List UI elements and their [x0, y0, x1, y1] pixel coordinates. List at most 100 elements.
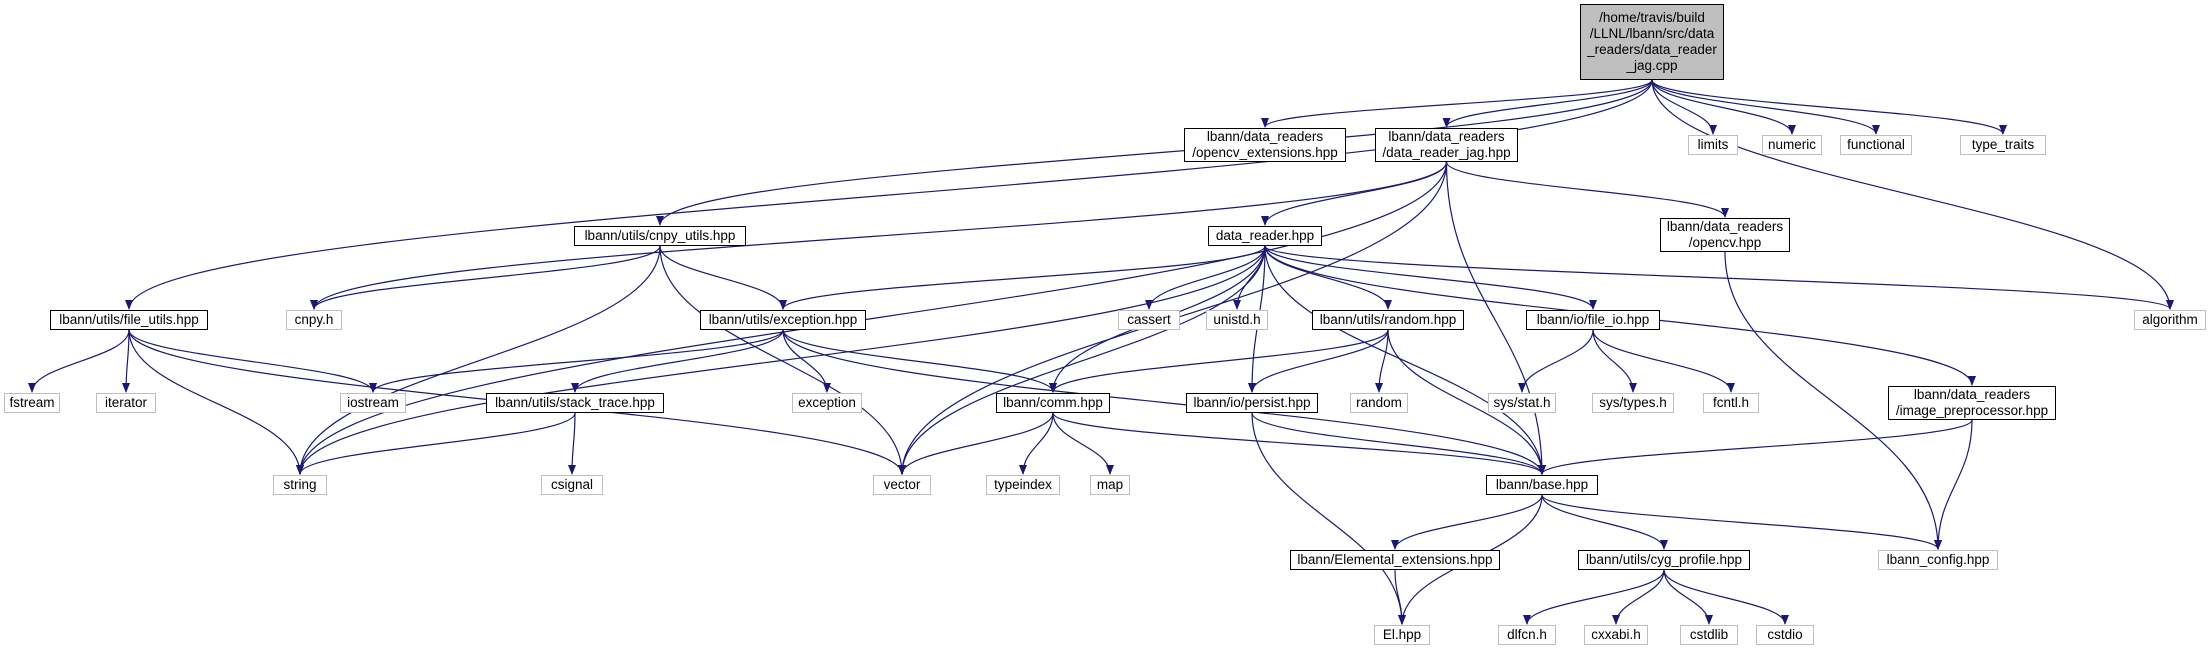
edge-base-to-lbann-config	[1541, 494, 1942, 550]
node-sys-types[interactable]: sys/types.h	[1592, 393, 1674, 413]
node-algorithm[interactable]: algorithm	[2134, 310, 2206, 330]
node-cassert[interactable]: cassert	[1118, 310, 1180, 330]
node-label-line: /data_reader_jag.hpp	[1382, 145, 1511, 160]
node-label-line: algorithm	[2142, 312, 2198, 327]
node-label-line: sys/types.h	[1599, 395, 1667, 410]
node-label-line: cstdlib	[1689, 627, 1729, 642]
node-label-line: lbann/data_readers	[1913, 387, 2031, 402]
node-exception[interactable]: lbann/utils/exception.hpp	[700, 310, 866, 330]
edge-cyg-profile-to-dlfcn	[1523, 569, 1665, 625]
edge-data-reader-to-file-io	[1264, 245, 1597, 310]
node-opencv-ext[interactable]: lbann/data_readers/opencv_extensions.hpp	[1184, 128, 1346, 162]
node-label-line: type_traits	[1971, 137, 2035, 152]
edge-file-utils-to-iostream	[128, 329, 377, 393]
node-label-line: lbann/base.hpp	[1495, 477, 1589, 492]
edge-comm-to-map	[1052, 412, 1114, 475]
edge-file-io-to-fcntl	[1592, 329, 1735, 393]
edge-file-utils-to-string	[128, 329, 304, 475]
edge-exception-to-comm	[782, 329, 1057, 393]
node-random-std[interactable]: random	[1350, 393, 1408, 413]
node-file-utils[interactable]: lbann/utils/file_utils.hpp	[50, 310, 208, 330]
edge-comm-to-typeindex	[1019, 412, 1054, 475]
node-label-line: /image_preprocessor.hpp	[1895, 403, 2049, 418]
node-image-pre[interactable]: lbann/data_readers/image_preprocessor.hp…	[1888, 386, 2056, 420]
node-opencv[interactable]: lbann/data_readers/opencv.hpp	[1660, 218, 1790, 252]
node-numeric[interactable]: numeric	[1762, 135, 1822, 155]
node-cyg-profile[interactable]: lbann/utils/cyg_profile.hpp	[1578, 550, 1750, 570]
node-comm[interactable]: lbann/comm.hpp	[996, 393, 1110, 413]
node-cstdio[interactable]: cstdio	[1756, 625, 1814, 645]
node-functional[interactable]: functional	[1840, 135, 1912, 155]
edge-data-reader-to-string	[296, 245, 1266, 475]
node-base[interactable]: lbann/base.hpp	[1486, 475, 1598, 495]
node-file-io[interactable]: lbann/io/file_io.hpp	[1526, 310, 1660, 330]
node-cnpy-utils[interactable]: lbann/utils/cnpy_utils.hpp	[574, 226, 746, 246]
node-label-line: _readers/data_reader	[1587, 42, 1717, 57]
node-exception-std[interactable]: exception	[792, 393, 862, 413]
edge-cyg-profile-to-cstdio	[1663, 569, 1789, 625]
edge-elemental-ext-to-el	[1394, 569, 1406, 625]
edge-stack-trace-to-string	[296, 412, 576, 475]
edge-cnpy-utils-to-exception	[659, 245, 787, 310]
node-label-line: typeindex	[994, 477, 1052, 492]
node-label-line: lbann/Elemental_extensions.hpp	[1297, 552, 1493, 567]
node-drjag-hpp[interactable]: lbann/data_readers/data_reader_jag.hpp	[1375, 128, 1518, 162]
node-iostream[interactable]: iostream	[340, 393, 406, 413]
node-label-line: lbann/utils/exception.hpp	[708, 312, 858, 327]
node-label-line: lbann/data_readers	[1388, 129, 1505, 144]
node-unistd[interactable]: unistd.h	[1206, 310, 1268, 330]
node-label-line: lbann_config.hpp	[1886, 552, 1990, 567]
node-sys-stat[interactable]: sys/stat.h	[1488, 393, 1556, 413]
node-label-line: string	[283, 477, 317, 492]
node-label-line: map	[1096, 477, 1124, 492]
edge-root-to-limits	[1651, 79, 1717, 135]
node-label-line: lbann/comm.hpp	[1003, 395, 1103, 410]
node-dlfcn[interactable]: dlfcn.h	[1498, 625, 1556, 645]
node-csignal[interactable]: csignal	[541, 475, 603, 495]
node-iterator[interactable]: iterator	[96, 393, 156, 413]
edge-exception-to-stack-trace	[571, 329, 784, 393]
edge-image-pre-to-base	[1538, 419, 1973, 475]
node-label-line: cstdio	[1767, 627, 1803, 642]
edge-drjag-hpp-to-opencv	[1445, 161, 1729, 218]
node-lbann-config[interactable]: lbann_config.hpp	[1878, 550, 1998, 570]
node-label-line: cassert	[1127, 312, 1171, 327]
node-label-line: lbann/utils/random.hpp	[1319, 312, 1457, 327]
node-string[interactable]: string	[273, 475, 327, 495]
node-label-line: /home/travis/build	[1599, 10, 1705, 25]
node-fstream[interactable]: fstream	[4, 393, 60, 413]
node-root[interactable]: /home/travis/build/LLNL/lbann/src/data_r…	[1580, 4, 1724, 80]
edge-random-hpp-to-persist	[1248, 329, 1389, 393]
edge-stack-trace-to-csignal	[568, 412, 577, 475]
edge-root-to-type-traits	[1651, 79, 2007, 135]
node-cstdlib[interactable]: cstdlib	[1680, 625, 1738, 645]
edge-cnpy-utils-to-string	[296, 245, 661, 475]
node-typeindex[interactable]: typeindex	[986, 475, 1060, 495]
node-vector[interactable]: vector	[873, 475, 931, 495]
node-cnpy[interactable]: cnpy.h	[286, 310, 342, 330]
node-random-hpp[interactable]: lbann/utils/random.hpp	[1312, 310, 1464, 330]
node-type-traits[interactable]: type_traits	[1960, 135, 2046, 155]
edge-file-io-to-sys-stat	[1518, 329, 1594, 393]
edge-random-hpp-to-base	[1387, 329, 1546, 475]
edge-layer	[28, 79, 2174, 625]
node-label-line: data_reader.hpp	[1215, 228, 1315, 243]
node-data-reader[interactable]: data_reader.hpp	[1208, 226, 1322, 246]
node-el[interactable]: El.hpp	[1374, 625, 1430, 645]
node-map[interactable]: map	[1090, 475, 1130, 495]
edge-opencv-to-lbann-config	[1724, 251, 1942, 550]
node-fcntl[interactable]: fcntl.h	[1703, 393, 1759, 413]
node-label-line: sys/stat.h	[1493, 395, 1551, 410]
edge-image-pre-to-lbann-config	[1934, 419, 1973, 550]
edge-root-to-drjag-hpp	[1442, 79, 1653, 128]
edge-file-utils-to-iterator	[122, 329, 131, 393]
node-cxxabi[interactable]: cxxabi.h	[1584, 625, 1648, 645]
node-label-line: exception	[798, 395, 856, 410]
edge-random-hpp-to-random-std	[1375, 329, 1389, 393]
node-label-line: fstream	[9, 395, 55, 410]
node-elemental-ext[interactable]: lbann/Elemental_extensions.hpp	[1290, 550, 1500, 570]
node-stack-trace[interactable]: lbann/utils/stack_trace.hpp	[486, 393, 664, 413]
node-limits[interactable]: limits	[1688, 135, 1738, 155]
node-persist[interactable]: lbann/io/persist.hpp	[1186, 393, 1318, 413]
edge-cyg-profile-to-cxxabi	[1612, 569, 1665, 625]
